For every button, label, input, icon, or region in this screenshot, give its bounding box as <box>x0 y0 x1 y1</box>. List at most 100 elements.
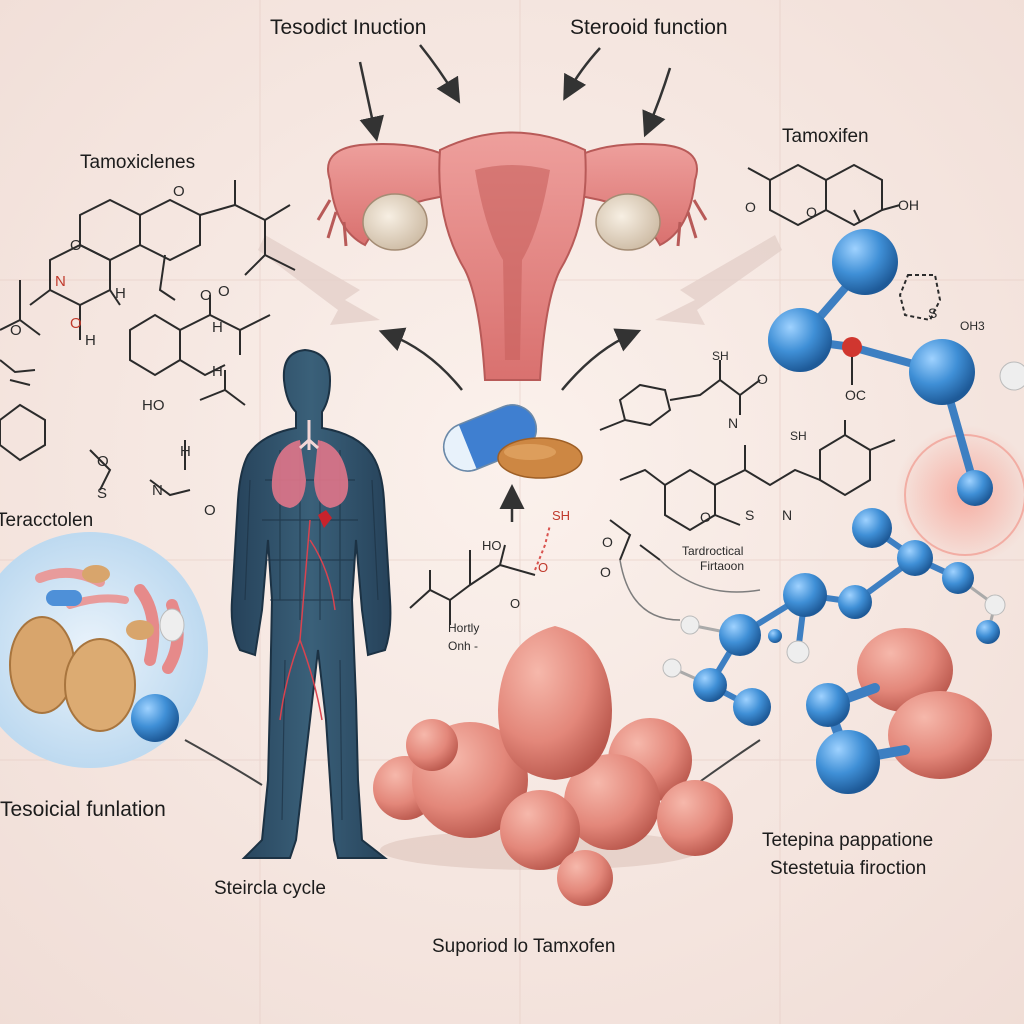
uterus-cavity <box>475 165 550 360</box>
inset-bean-1 <box>82 565 110 583</box>
atom-h-1: H <box>115 285 126 302</box>
lung-left <box>271 440 306 508</box>
atom-s-2: S <box>928 305 937 321</box>
label-top-left: Tesodict Inuction <box>270 16 427 39</box>
right-chain-2 <box>619 420 896 526</box>
left-ovary <box>362 193 428 251</box>
label-teteplna-1: Tetepina pappatione <box>762 830 934 851</box>
sphere-main <box>498 626 612 780</box>
atom-oh3: OH3 <box>960 319 985 333</box>
atom-o-12: O <box>806 204 817 220</box>
atom-ball-white-5 <box>662 658 682 678</box>
pink-sphere-r2 <box>888 691 992 779</box>
ring-2 <box>139 198 201 262</box>
sphere-8 <box>406 719 458 771</box>
atom-sh-1: SH <box>552 508 570 523</box>
body-silhouette <box>230 348 392 859</box>
inset-cell-2 <box>64 638 136 732</box>
left-atom-labels: O O N O H O O H O H H HO O S H N O <box>10 183 230 519</box>
center-chain <box>409 544 536 625</box>
atom-sh-3: SH <box>790 429 807 443</box>
inset-strand-3 <box>134 584 160 666</box>
atom-o-16: O <box>600 564 611 580</box>
lung-right <box>314 440 349 508</box>
label-tamoxifen: Tamoxifen <box>782 126 869 147</box>
atom-o-1: O <box>173 183 185 200</box>
ring-5 <box>0 403 46 462</box>
right-atom-labels: O O OH S OH3 OC SH O N SH O S N O O Tard… <box>600 197 985 580</box>
atom-ball-2 <box>768 308 832 372</box>
chem-hortly: Hortly <box>448 621 479 635</box>
atom-o-8: O <box>204 502 216 519</box>
atom-o-6: O <box>10 322 22 339</box>
atom-oh-1: OH <box>898 197 919 213</box>
atom-ball-13 <box>976 620 1000 644</box>
tamoxifen-chain <box>747 167 901 223</box>
brown-pill-shine <box>504 444 556 460</box>
chain-2 <box>179 295 271 377</box>
right-small-ring <box>898 274 942 322</box>
right-chain-1 <box>599 360 761 431</box>
atom-ho-1: HO <box>142 397 165 414</box>
atom-ho-2: HO <box>482 538 502 553</box>
right-chem-structures <box>599 163 942 621</box>
atom-ball-14 <box>768 629 782 643</box>
arteries <box>279 519 336 721</box>
atom-ball-12 <box>733 688 771 726</box>
right-curved-link <box>619 559 761 621</box>
atom-o-4: O <box>200 287 212 304</box>
chem-onh: Onh - <box>448 639 478 653</box>
atom-ball-5 <box>852 508 892 548</box>
right-ovary <box>595 193 661 251</box>
atom-o-7: O <box>97 453 109 470</box>
atom-ball-7 <box>942 562 974 594</box>
atom-o-2: O <box>70 237 82 254</box>
trachea <box>299 420 319 450</box>
atom-s-1: S <box>97 485 107 502</box>
top-arrows <box>358 44 672 142</box>
atom-ball-1 <box>832 229 898 295</box>
pills <box>442 404 583 479</box>
atom-h-5: H <box>180 443 191 460</box>
label-tesoicial: Tesoicial funlation <box>0 798 166 821</box>
atom-h-2: H <box>212 319 223 336</box>
chain-5 <box>199 370 246 406</box>
atom-ball-white-3 <box>786 640 810 664</box>
atom-ball-9 <box>783 573 827 617</box>
left-fimbriae <box>316 199 348 247</box>
center-small-label-2: Firtaoon <box>700 559 744 573</box>
atom-ball-white-2 <box>984 594 1006 616</box>
center-small-label-1: Tardroctical <box>682 544 743 558</box>
cell-inset <box>0 532 208 768</box>
label-teracctolen: Teracctolen <box>0 510 94 531</box>
atom-ball-11 <box>693 668 727 702</box>
arrow-4 <box>642 67 672 138</box>
inset-cell-1 <box>9 616 75 714</box>
chain-4 <box>109 254 176 306</box>
atom-n-3: N <box>728 415 738 431</box>
atom-sh-2: SH <box>712 349 729 363</box>
center-chem-structure <box>409 524 551 625</box>
uterus-illustration <box>316 131 708 381</box>
faint-side-arrows <box>258 235 782 325</box>
atom-h-4: H <box>212 363 223 380</box>
atom-h-3: H <box>85 332 96 349</box>
left-chem-structures <box>0 180 296 497</box>
atom-o-10: O <box>510 596 520 611</box>
atom-ball-oxygen <box>842 337 862 357</box>
atom-ball-15 <box>806 683 850 727</box>
connector-curves <box>184 739 761 786</box>
atom-o-3: O <box>70 315 82 332</box>
right-chain-3 <box>609 519 661 561</box>
pink-glow-ring <box>904 434 1024 556</box>
atom-ball-16 <box>816 730 880 794</box>
atom-ball-white-1 <box>999 361 1024 391</box>
inset-pill <box>46 590 82 606</box>
label-tamoxiclenes: Tamoxiclenes <box>80 152 196 173</box>
sphere-7 <box>557 850 613 906</box>
atom-ball-10 <box>719 614 761 656</box>
chain-3 <box>0 280 81 340</box>
atom-ball-8 <box>838 585 872 619</box>
arrow-1 <box>358 61 385 142</box>
